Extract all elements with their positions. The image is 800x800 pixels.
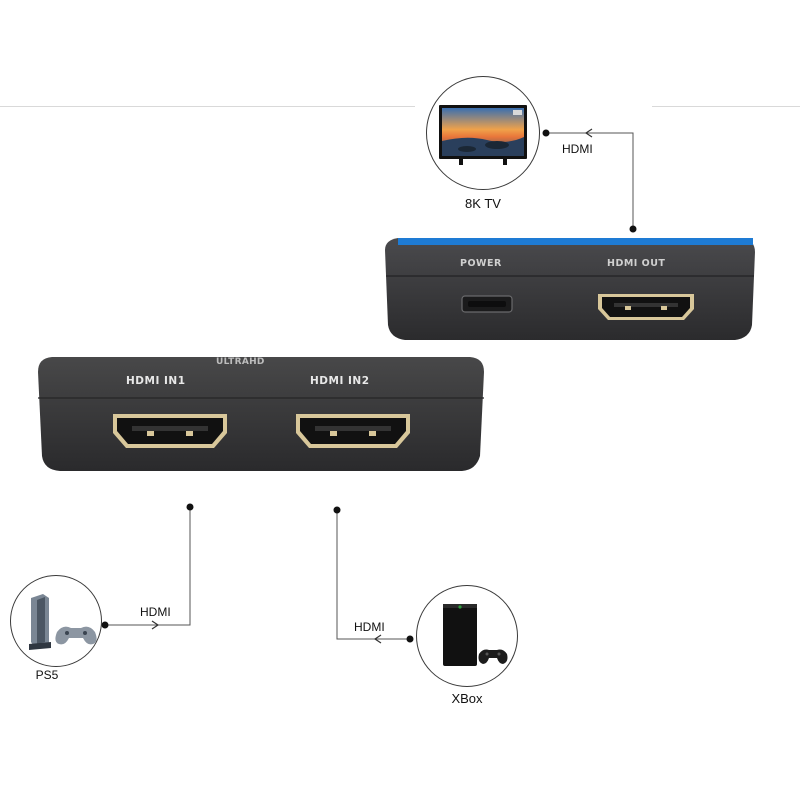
hdmi-out-label: HDMI OUT — [607, 258, 666, 269]
wire-tv-dot-tv — [542, 129, 550, 137]
hdmi-in1-port-icon — [113, 414, 227, 448]
wire-ps5-dot-switch — [186, 503, 194, 511]
ps5-circle — [10, 575, 102, 667]
tv-circle — [426, 76, 540, 190]
hdmi-in2-port-icon — [296, 414, 410, 448]
wire-ps5 — [105, 507, 191, 626]
tv-icon — [439, 105, 527, 165]
power-label: POWER — [460, 258, 502, 269]
xbox-circle — [416, 585, 518, 687]
wire-xbox — [336, 510, 410, 640]
wire-xbox-label: HDMI — [354, 620, 385, 634]
ps5-icon — [29, 594, 97, 650]
wire-xbox-dot-xbox — [406, 635, 414, 643]
ps5-label: PS5 — [35, 668, 59, 682]
hdmi-in2-label: HDMI IN2 — [310, 375, 370, 387]
wire-tv-dot-switch — [629, 225, 637, 233]
wire-ps5-label: HDMI — [140, 605, 171, 619]
wire-tv-label: HDMI — [562, 142, 593, 156]
wire-xbox-dot-switch — [333, 506, 341, 514]
wire-xbox-arrow — [373, 634, 382, 644]
wire-tv-arrow — [584, 128, 593, 138]
top-rule-right — [652, 106, 800, 107]
brand-label: ULTRAHD — [216, 357, 265, 367]
wire-ps5-arrow — [151, 620, 160, 630]
xbox-icon — [443, 604, 508, 666]
hdmi-in1-label: HDMI IN1 — [126, 375, 186, 387]
wire-tv — [546, 132, 634, 229]
hdmi-out-port-icon — [598, 294, 694, 320]
top-rule-left — [0, 106, 415, 107]
tv-label: 8K TV — [465, 196, 501, 211]
wire-ps5-dot-ps5 — [101, 621, 109, 629]
xbox-label: XBox — [451, 691, 483, 706]
